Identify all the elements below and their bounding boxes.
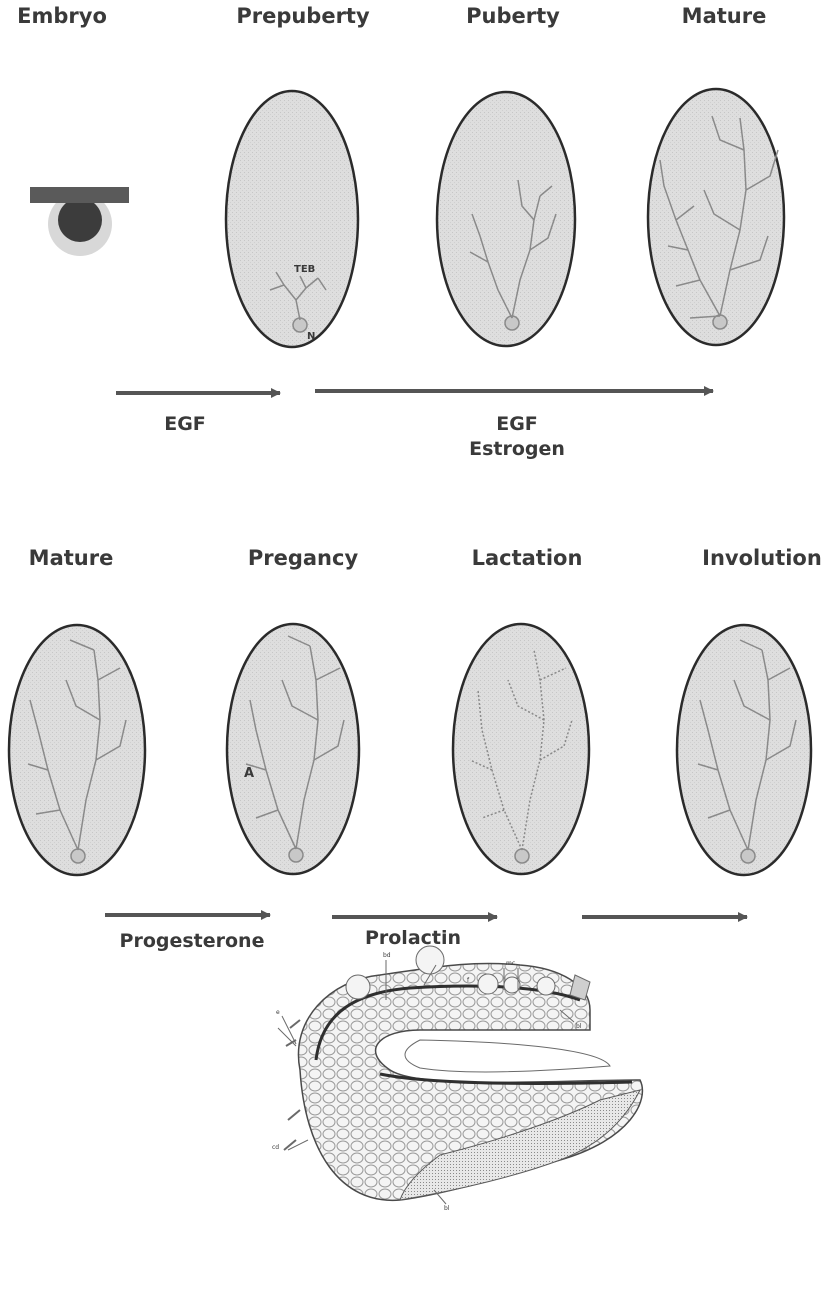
mature-gland-ellipse-2 (9, 625, 145, 875)
estrogen-factor-label: Estrogen (469, 438, 565, 460)
pregnancy-gland-ellipse (227, 624, 359, 874)
alveoli-annotation: A (244, 766, 254, 781)
progesterone-factor-label: Progesterone (120, 930, 265, 952)
egf-second-factor-label: EGF (496, 413, 538, 435)
histology-label-e: e (276, 1009, 280, 1016)
histology-label-bl-right: bl (576, 1023, 582, 1030)
lactation-gland-ellipse (453, 624, 589, 874)
prepuberty-gland-ellipse (226, 91, 358, 347)
prolactin-factor-label: Prolactin (365, 927, 461, 949)
teb-annotation: TEB (294, 264, 315, 275)
histology-label-bl-bottom: bl (444, 1205, 450, 1212)
embryo-bud-icon (30, 187, 129, 256)
histology-label-bd: bd (383, 952, 391, 959)
histology-label-mc: mc (506, 960, 515, 967)
egf-factor-label: EGF (164, 413, 206, 435)
involution-gland-ellipse (677, 625, 811, 875)
nipple-annotation: N (307, 331, 315, 342)
histology-label-cd: cd (272, 1144, 279, 1151)
histology-cross-section-illustration (278, 946, 642, 1204)
